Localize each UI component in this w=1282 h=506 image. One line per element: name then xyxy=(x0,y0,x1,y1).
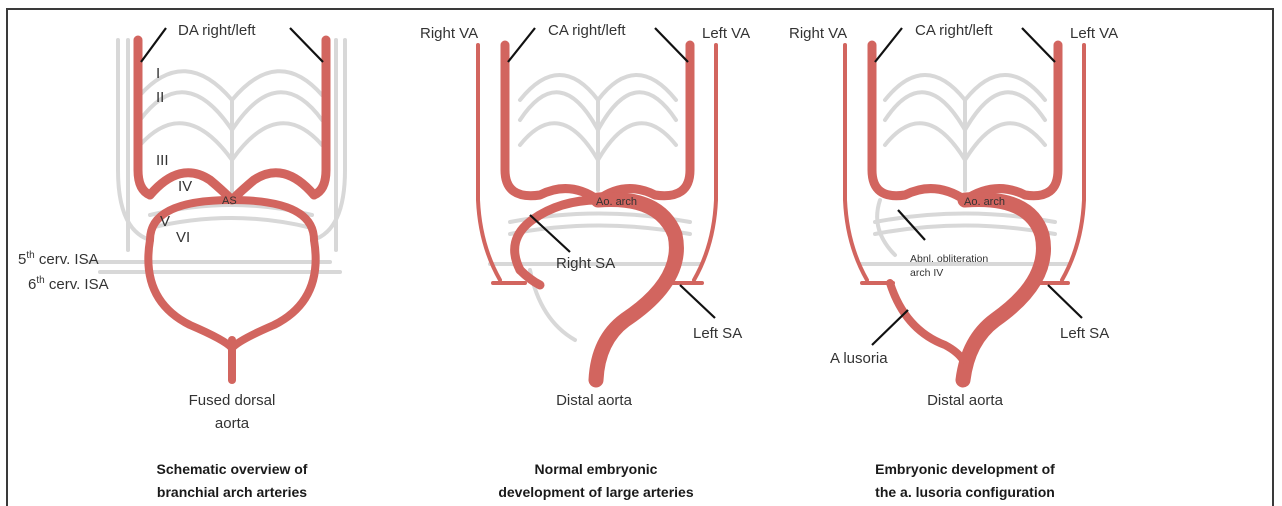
leader-da-right xyxy=(141,28,166,62)
label-distal-aorta: Distal aorta xyxy=(927,392,1004,409)
isa6-rest: cerv. ISA xyxy=(45,276,109,293)
label-abnl-obliteration: Abnl. obliteration xyxy=(910,253,988,265)
isa6-sup: th xyxy=(36,275,44,286)
label-right-sa: Right SA xyxy=(556,255,615,272)
label-right-va: Right VA xyxy=(789,25,847,42)
caption-panel-2-line-1: Normal embryonic xyxy=(535,461,658,477)
label-left-va: Left VA xyxy=(702,25,750,42)
label-left-sa: Left SA xyxy=(693,325,742,342)
leader-left-sa xyxy=(1048,285,1082,318)
label-a-lusoria: A lusoria xyxy=(830,350,888,367)
label-left-sa: Left SA xyxy=(1060,325,1109,342)
label-arch-i: I xyxy=(156,65,160,82)
caption-panel-3-line-2: the a. lusoria configuration xyxy=(875,484,1055,500)
leader-ca-left xyxy=(1022,28,1055,62)
label-aorta: aorta xyxy=(215,415,250,432)
label-ao-arch: Ao. arch xyxy=(596,196,637,208)
panel-lusoria-configuration: Right VA CA right/left Left VA Ao. arch … xyxy=(789,22,1118,500)
label-arch-v: V xyxy=(160,213,170,230)
leader-left-sa xyxy=(680,285,715,318)
caption-panel-3-line-1: Embryonic development of xyxy=(875,461,1055,477)
label-arch-iii: III xyxy=(156,152,169,169)
isa5-prefix: 5 xyxy=(18,251,26,268)
isa5-rest: cerv. ISA xyxy=(35,251,99,268)
arch-arteries xyxy=(138,40,326,380)
label-isa-5: 5th cerv. ISA xyxy=(18,250,99,268)
panel-branchial-overview: DA right/left I II III IV V VI AS 5th ce… xyxy=(18,22,345,500)
leader-a-lusoria xyxy=(872,310,908,345)
leader-right-sa xyxy=(530,215,570,252)
faded-vessels xyxy=(490,75,700,340)
leader-ca-left xyxy=(655,28,688,62)
label-isa-6: 6th cerv. ISA xyxy=(28,275,109,293)
label-da: DA right/left xyxy=(178,22,256,39)
label-ca: CA right/left xyxy=(915,22,993,39)
faded-vessels xyxy=(90,40,345,272)
label-left-va: Left VA xyxy=(1070,25,1118,42)
isa6-prefix: 6 xyxy=(28,276,36,293)
isa5-sup: th xyxy=(26,250,34,261)
label-distal-aorta: Distal aorta xyxy=(556,392,633,409)
caption-panel-2-line-2: development of large arteries xyxy=(498,484,694,500)
caption-panel-1-line-1: Schematic overview of xyxy=(157,461,308,477)
label-arch-iv: arch IV xyxy=(910,267,943,279)
label-as: AS xyxy=(222,195,237,207)
label-arch-ii: II xyxy=(156,89,164,106)
label-ao-arch: Ao. arch xyxy=(964,196,1005,208)
label-arch-vi: VI xyxy=(176,229,190,246)
label-arch-iv: IV xyxy=(178,178,192,195)
leader-ca-right xyxy=(875,28,902,62)
leader-ca-right xyxy=(508,28,535,62)
panel-normal-development: Right VA CA right/left Left VA Ao. arch … xyxy=(420,22,750,500)
label-fused-dorsal: Fused dorsal xyxy=(189,392,276,409)
leader-da-left xyxy=(290,28,323,62)
caption-panel-1-line-2: branchial arch arteries xyxy=(157,484,307,500)
label-ca: CA right/left xyxy=(548,22,626,39)
label-right-va: Right VA xyxy=(420,25,478,42)
